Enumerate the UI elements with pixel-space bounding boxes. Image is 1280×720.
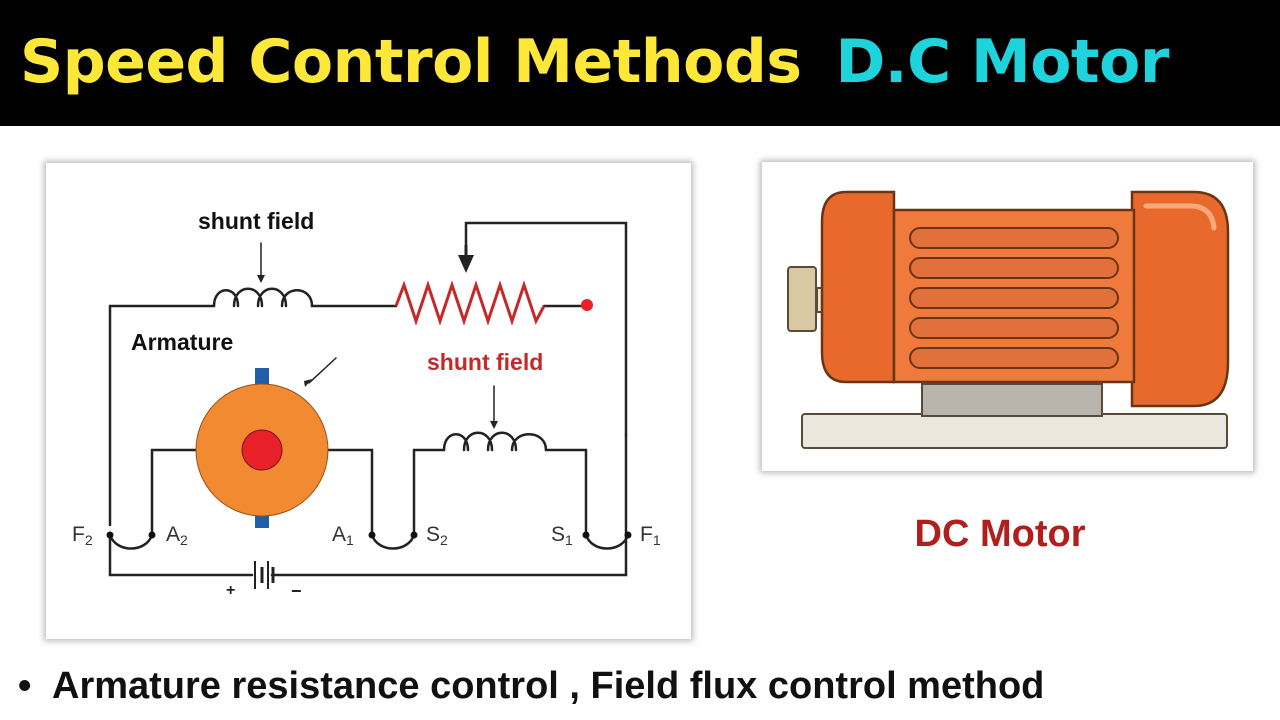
terminal-dot-s2	[410, 531, 418, 539]
terminal-label-s1: S1	[551, 523, 573, 548]
arrow-armature	[308, 357, 337, 384]
methods-bullet: • Armature resistance control , Field flu…	[18, 660, 1044, 712]
wire-armature-right	[324, 448, 374, 537]
wire-series-right	[544, 448, 588, 537]
shunt-field-coil-top	[212, 287, 314, 308]
terminal-label-f2: F2	[72, 523, 93, 548]
dc-motor-caption: DC Motor	[914, 513, 1086, 555]
battery-plus-label: +	[226, 582, 235, 599]
terminal-label-s2: S2	[426, 523, 448, 548]
terminal-label-a2: A2	[166, 523, 188, 548]
motor-end-cap-right	[1130, 190, 1230, 408]
arrowhead-shunt-field-series	[490, 421, 498, 429]
circuit-diagram-panel: shunt field Armature shunt field F2 A2 A…	[46, 163, 691, 639]
methods-text: Armature resistance control , Field flux…	[52, 665, 1045, 707]
shunt-field-coil-series	[442, 431, 548, 452]
terminal-dot-a1	[368, 531, 376, 539]
wire-bottom-left	[108, 533, 254, 577]
motor-fin-2	[909, 257, 1119, 279]
motor-fin-5	[909, 347, 1119, 369]
title-speed-control: Speed Control Methods	[20, 27, 802, 97]
armature-core	[241, 429, 283, 471]
rheostat-terminal-dot	[581, 299, 593, 311]
terminal-dot-a2	[148, 531, 156, 539]
arrowhead-shunt-field-top	[257, 275, 265, 283]
page-title: Speed Control Methods D.C Motor	[20, 22, 1169, 102]
wire-series-left	[412, 448, 446, 537]
motor-illustration-panel	[762, 162, 1253, 471]
rheostat-slider-wire	[464, 221, 628, 437]
motor-shaft-coupling	[787, 266, 817, 332]
dc-shunt-motor-circuit: shunt field Armature shunt field F2 A2 A…	[72, 208, 661, 601]
hook-s1-f1	[584, 533, 630, 550]
arrowhead-armature	[304, 379, 312, 387]
motor-end-cap-left	[820, 190, 896, 384]
motor-base-plate	[801, 413, 1228, 449]
armature-brush-bottom	[255, 513, 269, 528]
terminal-dot-s1	[582, 531, 590, 539]
motor-fin-1	[909, 227, 1119, 249]
terminal-label-f1: F1	[640, 523, 661, 548]
bullet-symbol: •	[18, 665, 32, 707]
hook-a1-s2	[370, 533, 416, 550]
terminal-label-a1: A1	[332, 523, 354, 548]
wire-top-left	[108, 304, 216, 527]
dc-motor-illustration	[787, 190, 1230, 449]
armature-brush-top	[255, 368, 269, 384]
motor-base-foot	[921, 383, 1103, 417]
motor-cap-highlight	[1143, 203, 1217, 231]
label-shunt-field-top: shunt field	[198, 208, 314, 234]
title-dc-motor: D.C Motor	[835, 27, 1169, 97]
label-shunt-field-series: shunt field	[427, 349, 543, 375]
wire-right-down	[270, 433, 628, 577]
motor-fin-3	[909, 287, 1119, 309]
battery-minus-label: −	[291, 581, 302, 601]
terminal-dot-f1	[624, 531, 632, 539]
label-armature: Armature	[131, 329, 233, 355]
terminal-dot-f2	[106, 531, 114, 539]
arrowhead-rheostat	[458, 255, 474, 273]
hook-f2	[108, 533, 154, 550]
motor-fin-4	[909, 317, 1119, 339]
rheostat-resistor	[394, 280, 546, 326]
wire-armature-left	[150, 448, 200, 537]
title-banner: Speed Control Methods D.C Motor	[0, 0, 1280, 126]
